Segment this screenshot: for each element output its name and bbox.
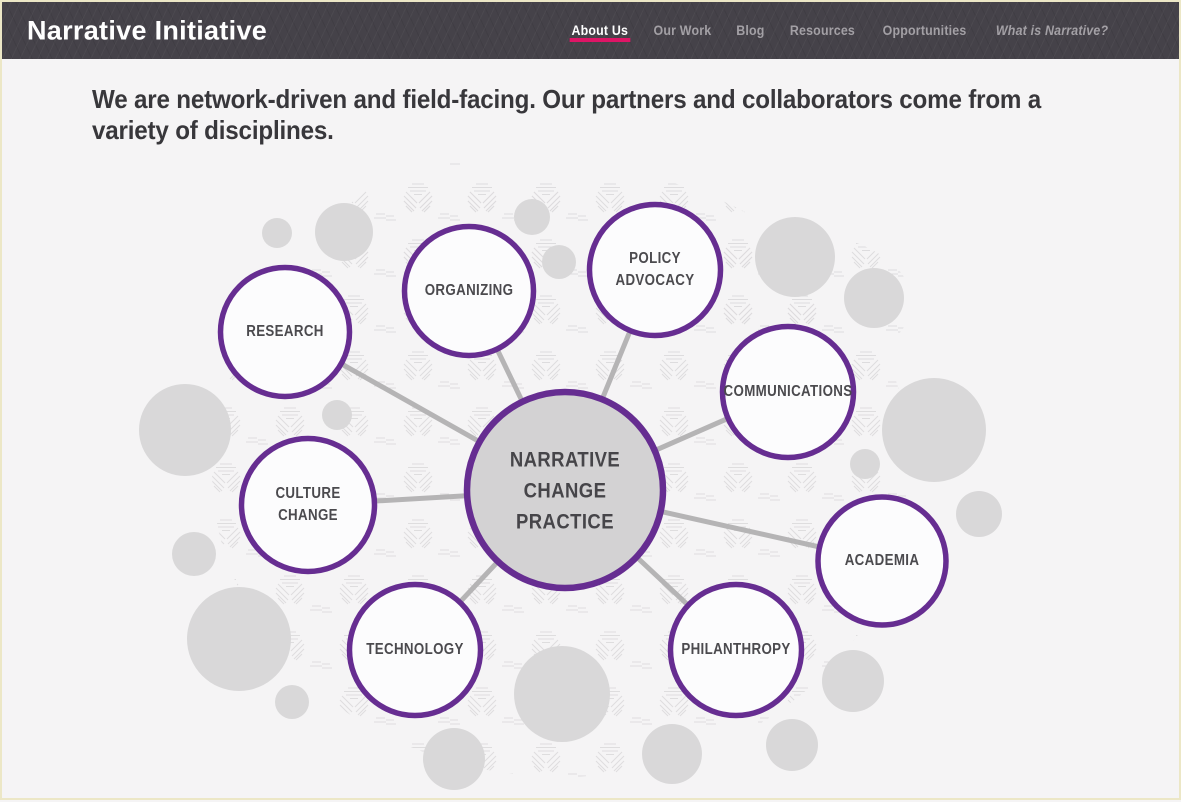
node-circle-research bbox=[217, 264, 353, 400]
node-circle-culture-change bbox=[238, 435, 378, 575]
nav-what-is-narrative[interactable]: What is Narrative? bbox=[995, 23, 1109, 38]
main-nav: About Us Our Work Blog Resources Opportu… bbox=[569, 2, 1113, 59]
node-circle-center bbox=[463, 388, 667, 592]
node-label-culture-change: CULTURE CHANGE bbox=[275, 485, 341, 524]
node-label-research: RESEARCH bbox=[246, 323, 324, 340]
intro-text: We are network-driven and field-facing. … bbox=[92, 84, 1041, 146]
node-label-philanthropy: PHILANTHROPY bbox=[681, 641, 791, 658]
node-circle-technology bbox=[346, 581, 484, 719]
node-label-policy-advocacy: POLICY ADVOCACY bbox=[615, 250, 695, 289]
node-circle-academia bbox=[815, 494, 949, 628]
node-circle-organizing bbox=[401, 223, 537, 359]
site-header: Narrative Initiative About Us Our Work B… bbox=[2, 2, 1179, 59]
node-label-technology: TECHNOLOGY bbox=[366, 641, 464, 658]
node-label-organizing: ORGANIZING bbox=[424, 282, 514, 299]
nav-about-us[interactable]: About Us bbox=[569, 23, 630, 42]
node-label-communications: COMMUNICATIONS bbox=[723, 383, 853, 400]
nav-our-work[interactable]: Our Work bbox=[653, 23, 712, 38]
nav-resources[interactable]: Resources bbox=[789, 23, 855, 38]
node-label-center: NARRATIVE CHANGE PRACTICE bbox=[509, 447, 621, 534]
node-label-academia: ACADEMIA bbox=[844, 552, 920, 569]
nav-opportunities[interactable]: Opportunities bbox=[882, 23, 967, 38]
intro-line-1: We are network-driven and field-facing. … bbox=[92, 84, 1042, 114]
decor-circles bbox=[139, 199, 1002, 790]
node-circle-philanthropy bbox=[667, 581, 805, 719]
site-logo[interactable]: Narrative Initiative bbox=[27, 15, 268, 45]
node-circle-policy-advocacy bbox=[586, 201, 724, 339]
nav-blog[interactable]: Blog bbox=[736, 23, 765, 38]
intro-line-2: variety of disciplines. bbox=[92, 115, 334, 145]
node-circle-communications bbox=[719, 323, 857, 461]
